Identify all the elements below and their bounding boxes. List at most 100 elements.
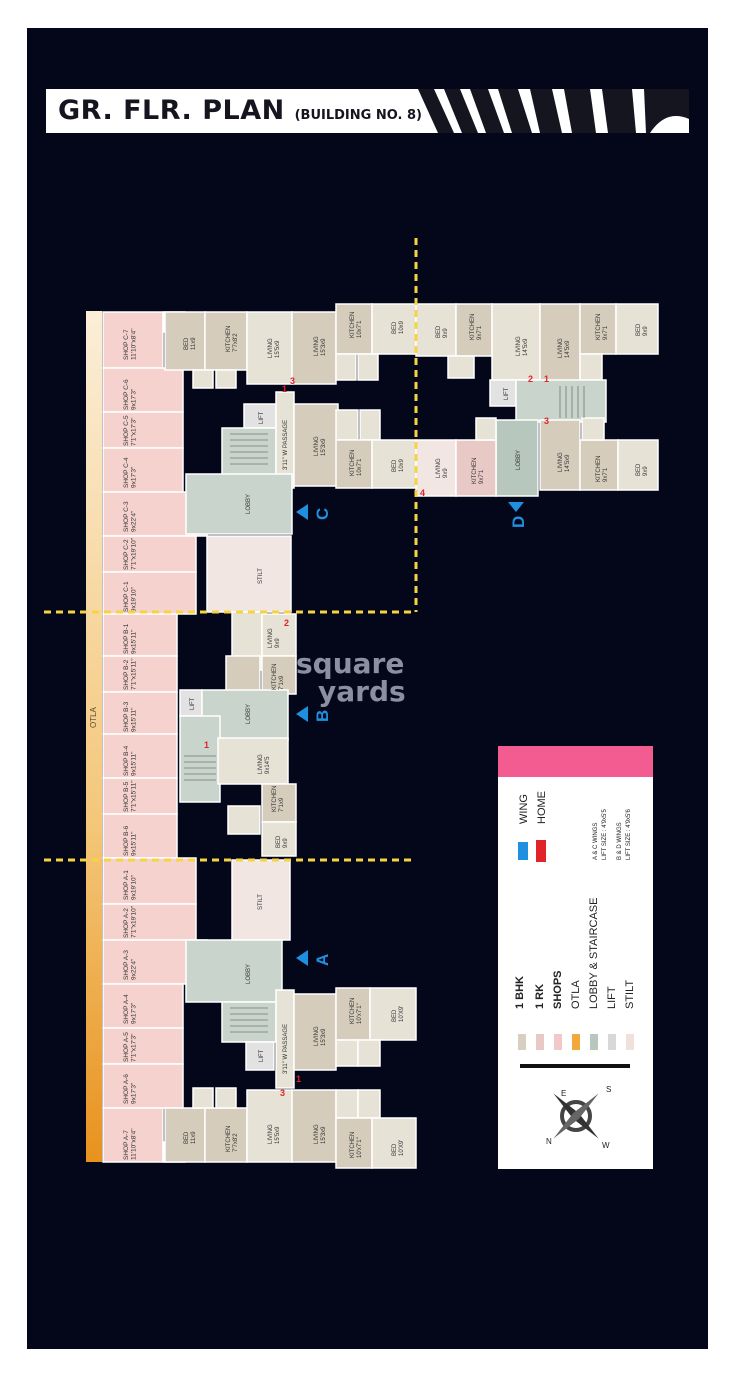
shop-a5: [102, 1027, 184, 1065]
room-label: LIVING9x9: [436, 458, 449, 478]
room-label: KITCHEN9x7'1: [596, 456, 609, 482]
toi-b3: [227, 805, 261, 835]
kitchen-a2: [335, 1117, 373, 1169]
stair-a: [221, 1001, 277, 1043]
room-label: KITCHEN9x7'1: [470, 314, 483, 340]
wing-dividers: [44, 238, 418, 862]
toi-a5: [335, 1089, 359, 1119]
room-label: 3'11" W PASSAGE: [283, 420, 289, 470]
legend-swatch-1rk: [536, 1034, 544, 1050]
shop-c6-label: SHOP C-69x17'3": [123, 379, 137, 410]
room-label: KITCHEN7'1x9: [272, 664, 285, 690]
room-label: BED9x9: [276, 835, 289, 848]
legend-lift-ac: A & C WINGS LIFT SIZE : 4'9x5'5: [593, 809, 608, 860]
home-marker: 2: [528, 374, 533, 384]
shop-a1-label: SHOP A-19x19'10": [123, 870, 137, 900]
watermark-line2: yards: [318, 675, 406, 708]
shop-c2: [102, 535, 197, 573]
room-label: KITCHEN10'x7'1": [350, 1132, 363, 1158]
shop-c2-label: SHOP C-27'1"x19'10": [123, 537, 137, 570]
room-label: LIVING15'5x9: [268, 1124, 281, 1144]
kitchen-d3: [455, 439, 497, 497]
shop-a1: [102, 857, 197, 905]
living-d3: [415, 439, 457, 497]
stair-b: [179, 715, 221, 803]
living-a7: [246, 1089, 293, 1163]
room-label: BED10'X9': [392, 1140, 405, 1156]
living-b1: [261, 613, 297, 657]
lobby-a: [185, 939, 283, 1003]
bed-b2: [261, 821, 297, 857]
toi-a6: [357, 1089, 381, 1119]
lift-a: [245, 1041, 275, 1071]
bed-d2: [615, 303, 659, 355]
shop-a7-label: SHOP A-711'10"x8'4": [123, 1128, 137, 1160]
legend-item-lift: LIFT: [606, 986, 618, 1009]
toi-a3: [192, 1087, 214, 1109]
legend-swatch-lift: [608, 1034, 616, 1050]
room-label: BED10x9: [392, 320, 405, 334]
wing-d-marker-icon: [508, 502, 524, 512]
room-label: KITCHEN9x7'1: [596, 314, 609, 340]
shop-b1-label: SHOP B-19x15'11": [123, 623, 137, 654]
legend-swatch-otla: [572, 1034, 580, 1050]
room-label: STILT: [258, 568, 264, 584]
room-label: LOBBY: [246, 494, 252, 514]
bed-d4: [617, 439, 659, 491]
shop-a2-label: SHOP A-27'1"x19'10": [123, 905, 137, 938]
room-label: BED10'X9': [392, 1006, 405, 1022]
room-label: LIFT: [259, 411, 265, 424]
room-label: BED11x9: [184, 337, 197, 350]
room-label: LIVING14'5x9: [558, 338, 571, 358]
legend-header-strip: [498, 746, 653, 777]
room-label: KITCHEN7'1x9: [272, 786, 285, 812]
room-label: LIVING9x14'5: [258, 754, 271, 774]
room-label: 3'11" W PASSAGE: [283, 1024, 289, 1074]
shop-b1: [102, 613, 178, 657]
home-marker: 3: [280, 1088, 285, 1098]
room-label: BED9x9: [636, 323, 649, 336]
bed-a1: [369, 987, 417, 1041]
home-marker: 1: [544, 374, 549, 384]
bed-c1: [371, 303, 417, 355]
legend-item-1bhk: 1 BHK: [514, 975, 526, 1009]
compass-s: S: [606, 1085, 611, 1094]
room-label: KITCHEN7'7x8'2: [226, 326, 239, 352]
wing-c-label: C: [313, 508, 332, 520]
room-label: STILT: [258, 894, 264, 910]
toi-d3: [475, 417, 497, 441]
bed-a7: [164, 1107, 206, 1163]
room-label: KITCHEN9x7'1: [472, 458, 485, 484]
legend-lift-bd: B & D WINGS LIFT SIZE : 4'9x5'6: [617, 809, 632, 860]
shop-a7: [102, 1107, 164, 1163]
legend-home-label: HOME: [536, 791, 548, 824]
toi-d4: [581, 417, 605, 441]
legend-wing-label: WING: [518, 794, 530, 824]
bed-d1: [415, 303, 457, 357]
shop-b3: [102, 691, 178, 735]
wing-d-label: D: [509, 516, 528, 528]
shop-c5: [102, 411, 184, 449]
legend-swatch-lobby: [590, 1034, 598, 1050]
room-label: KITCHEN7'7x8'2: [226, 1126, 239, 1152]
home-marker: 3: [544, 416, 549, 426]
kitchen-c1: [335, 303, 373, 355]
room-label: LIVING15'5x9: [268, 338, 281, 358]
room-label: LIFT: [504, 387, 510, 400]
shop-b4: [102, 733, 178, 779]
shop-c6: [102, 367, 184, 413]
shop-c1-label: SHOP C-19x19'10": [123, 581, 137, 612]
legend-panel: WING HOME A & C WINGS LIFT SIZE : 4'9x5'…: [498, 746, 653, 1169]
legend-divider: [520, 1064, 630, 1068]
wing-a-marker-icon: [296, 950, 308, 966]
room-label: BED9x9: [636, 463, 649, 476]
shop-c4-label: SHOP C-49x17'3": [123, 457, 137, 488]
shop-a2: [102, 903, 197, 941]
legend-item-shops: SHOPS: [552, 970, 564, 1009]
wing-a-label: A: [313, 954, 332, 966]
legend-swatch-1bhk: [518, 1034, 526, 1050]
page-subtitle: (BUILDING NO. 8): [294, 108, 422, 123]
home-marker: 1: [296, 1074, 301, 1084]
watermark: square yards: [296, 650, 406, 706]
